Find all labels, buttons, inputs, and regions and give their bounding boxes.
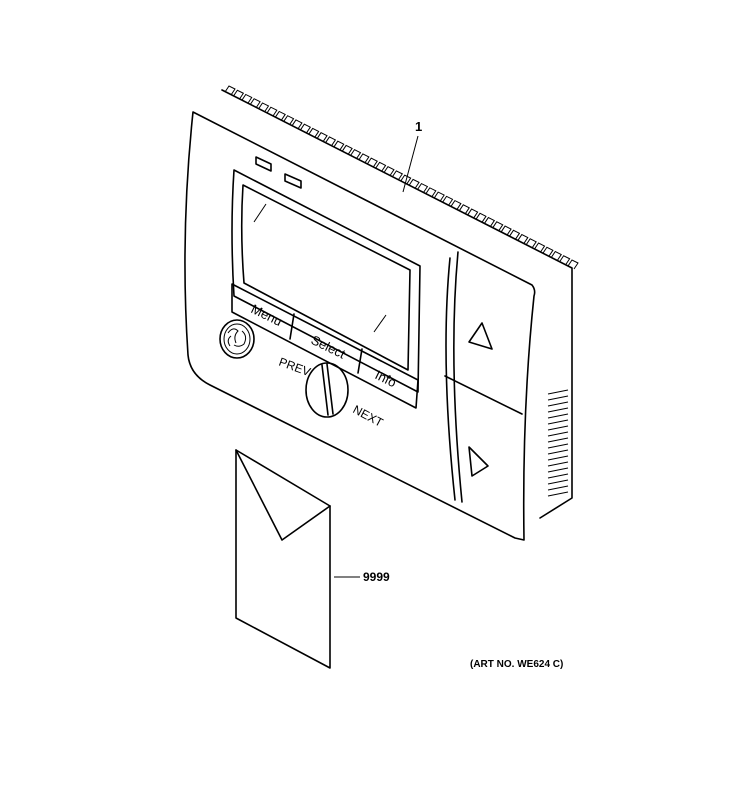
- top-vent-fins: [224, 85, 579, 270]
- callout-leader-thermostat: [402, 135, 419, 193]
- indicator-led-1: [255, 156, 272, 172]
- vent-fin: [550, 250, 562, 261]
- vent-fin: [408, 178, 420, 189]
- housing-edge: [221, 89, 573, 519]
- vent-fin: [547, 407, 569, 413]
- button-panel-edge-inner: [453, 251, 463, 503]
- vent-fin: [308, 127, 320, 138]
- vent-fin: [467, 208, 479, 219]
- thermostat-body: [184, 111, 536, 541]
- triangle-up-icon[interactable]: [468, 322, 493, 350]
- vent-fin: [500, 225, 512, 236]
- vent-fin: [274, 110, 286, 121]
- vent-fin: [416, 182, 429, 193]
- vent-fin: [547, 443, 569, 449]
- vent-fin: [383, 165, 395, 176]
- vent-fin: [547, 479, 569, 485]
- vent-fin: [291, 119, 303, 130]
- vent-fin: [224, 85, 236, 96]
- vent-fin: [547, 485, 569, 491]
- vent-fin: [547, 413, 569, 419]
- callout-manual: 9999: [363, 570, 390, 584]
- vent-fin: [442, 195, 454, 206]
- vent-fin: [525, 238, 537, 249]
- vent-fin: [542, 246, 554, 257]
- indicator-led-2: [284, 173, 302, 189]
- button-panel-edge: [445, 257, 456, 501]
- vent-fin: [492, 221, 504, 232]
- side-vent-fins: [547, 389, 569, 497]
- vent-fin: [547, 449, 569, 455]
- vent-fin: [266, 106, 278, 117]
- art-number: (ART NO. WE624 C): [470, 659, 563, 670]
- vent-fin: [534, 242, 546, 253]
- vent-fin: [475, 212, 487, 223]
- vent-fin: [547, 419, 569, 425]
- vent-fin: [547, 401, 569, 407]
- vent-fin: [547, 473, 569, 479]
- ge-logo-icon: [219, 319, 255, 359]
- vent-fin: [433, 191, 445, 202]
- vent-fin: [450, 199, 462, 210]
- vent-fin: [258, 102, 270, 113]
- vent-fin: [458, 204, 470, 215]
- vent-fin: [425, 187, 437, 198]
- vent-fin: [241, 93, 253, 104]
- vent-fin: [391, 170, 404, 181]
- vent-fin: [358, 153, 370, 164]
- vent-fin: [283, 115, 295, 125]
- vent-fin: [547, 455, 569, 461]
- vent-fin: [547, 461, 569, 467]
- vent-fin: [324, 136, 337, 147]
- vent-fin: [375, 161, 387, 172]
- manual-envelope: [235, 449, 331, 669]
- display-bezel: [231, 169, 421, 393]
- envelope-flap: [235, 449, 331, 541]
- vent-fin: [400, 174, 412, 185]
- navigation-dial[interactable]: [305, 362, 349, 418]
- button-divider: [444, 375, 523, 415]
- callout-thermostat: 1: [415, 119, 422, 134]
- vent-fin: [249, 98, 261, 109]
- vent-fin: [547, 467, 569, 473]
- triangle-down-icon[interactable]: [468, 446, 489, 477]
- vent-fin: [559, 255, 571, 266]
- vent-fin: [509, 229, 521, 240]
- screen-glare-1: [253, 203, 267, 223]
- softkey-divider-2: [357, 348, 363, 374]
- vent-fin: [547, 389, 569, 395]
- vent-fin: [299, 123, 312, 134]
- vent-fin: [547, 425, 569, 431]
- vent-fin: [350, 149, 362, 159]
- vent-fin: [547, 431, 569, 437]
- vent-fin: [547, 395, 569, 401]
- screen-glare-2: [373, 314, 387, 333]
- vent-fin: [232, 89, 245, 100]
- display-screen: [240, 184, 411, 371]
- vent-fin: [547, 491, 569, 497]
- vent-fin: [547, 437, 569, 443]
- softkey-divider-1: [289, 313, 295, 340]
- vent-fin: [316, 132, 328, 142]
- vent-fin: [366, 157, 378, 168]
- vent-fin: [567, 259, 579, 270]
- softkey-strip: [231, 283, 419, 409]
- vent-fin: [517, 233, 529, 244]
- vent-fin: [483, 216, 496, 227]
- vent-fin: [341, 144, 353, 155]
- vent-fin: [333, 140, 345, 151]
